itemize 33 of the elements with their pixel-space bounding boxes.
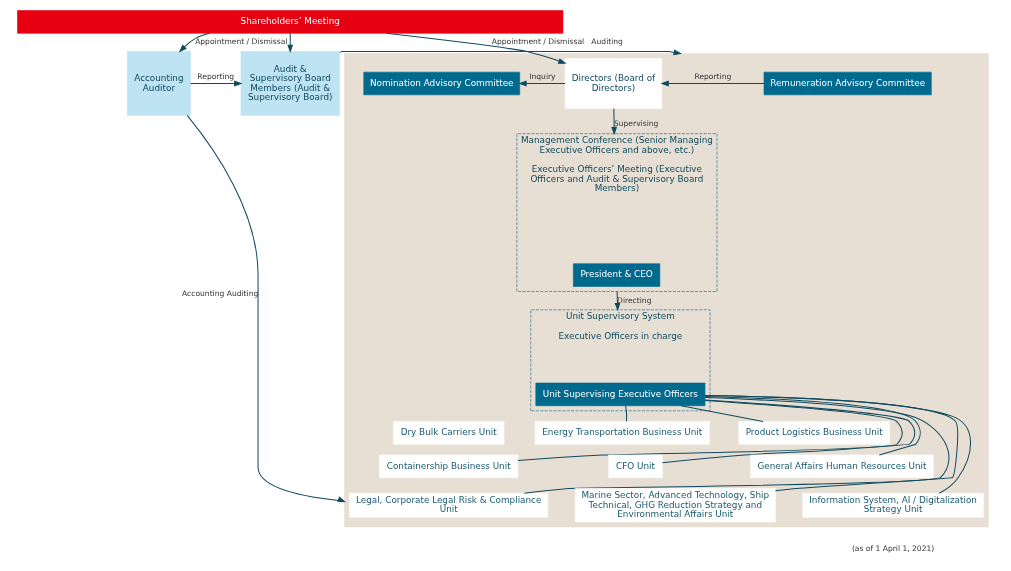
node-box: Information System, AI / Digitalization Strategy Unit: [802, 492, 984, 518]
node-box: Remuneration Advisory Committee: [763, 71, 932, 96]
node-box: Shareholders’ Meeting: [17, 10, 564, 34]
node-box: General Affairs Human Resources Unit: [750, 454, 934, 479]
arrow: [339, 49, 682, 56]
node-box: Energy Transportation Business Unit: [534, 421, 710, 445]
node-box: Marine Sector, Advanced Technology, Ship Technical, GHG Reduction Strategy and Environmental Affairs Unit: [574, 488, 776, 523]
arrow: [190, 80, 243, 87]
connector: [625, 405, 628, 422]
node-box: Accounting Auditor: [127, 51, 191, 116]
node-box: Dry Bulk Carriers Unit: [393, 421, 505, 445]
arrow: [287, 32, 294, 54]
node-box: President & CEO: [573, 263, 661, 287]
arrow: [518, 80, 566, 87]
cluster: [344, 53, 989, 528]
connector: [704, 395, 921, 456]
arrow: [385, 32, 567, 64]
connector: [523, 396, 950, 494]
arrow: [186, 114, 346, 503]
node-box: Unit Supervising Executive Officers: [535, 382, 706, 407]
node-box: Containership Business Unit: [379, 454, 519, 479]
node-box: Nomination Advisory Committee: [363, 71, 520, 96]
connector: [662, 399, 916, 464]
node-box: Product Logistics Business Unit: [738, 421, 890, 445]
connector: [517, 399, 903, 461]
node-box: CFO Unit: [608, 454, 663, 479]
arrow: [611, 108, 618, 136]
connector: [680, 405, 764, 423]
arrow: [178, 32, 210, 53]
node-box: Directors (Board of Directors): [564, 58, 663, 109]
arrow: [660, 80, 765, 87]
node-box: Legal, Corporate Legal Risk & Compliance Unit: [349, 492, 549, 518]
node-box: Audit & Supervisory Board Members (Audit & Supervisory Board): [240, 51, 340, 116]
